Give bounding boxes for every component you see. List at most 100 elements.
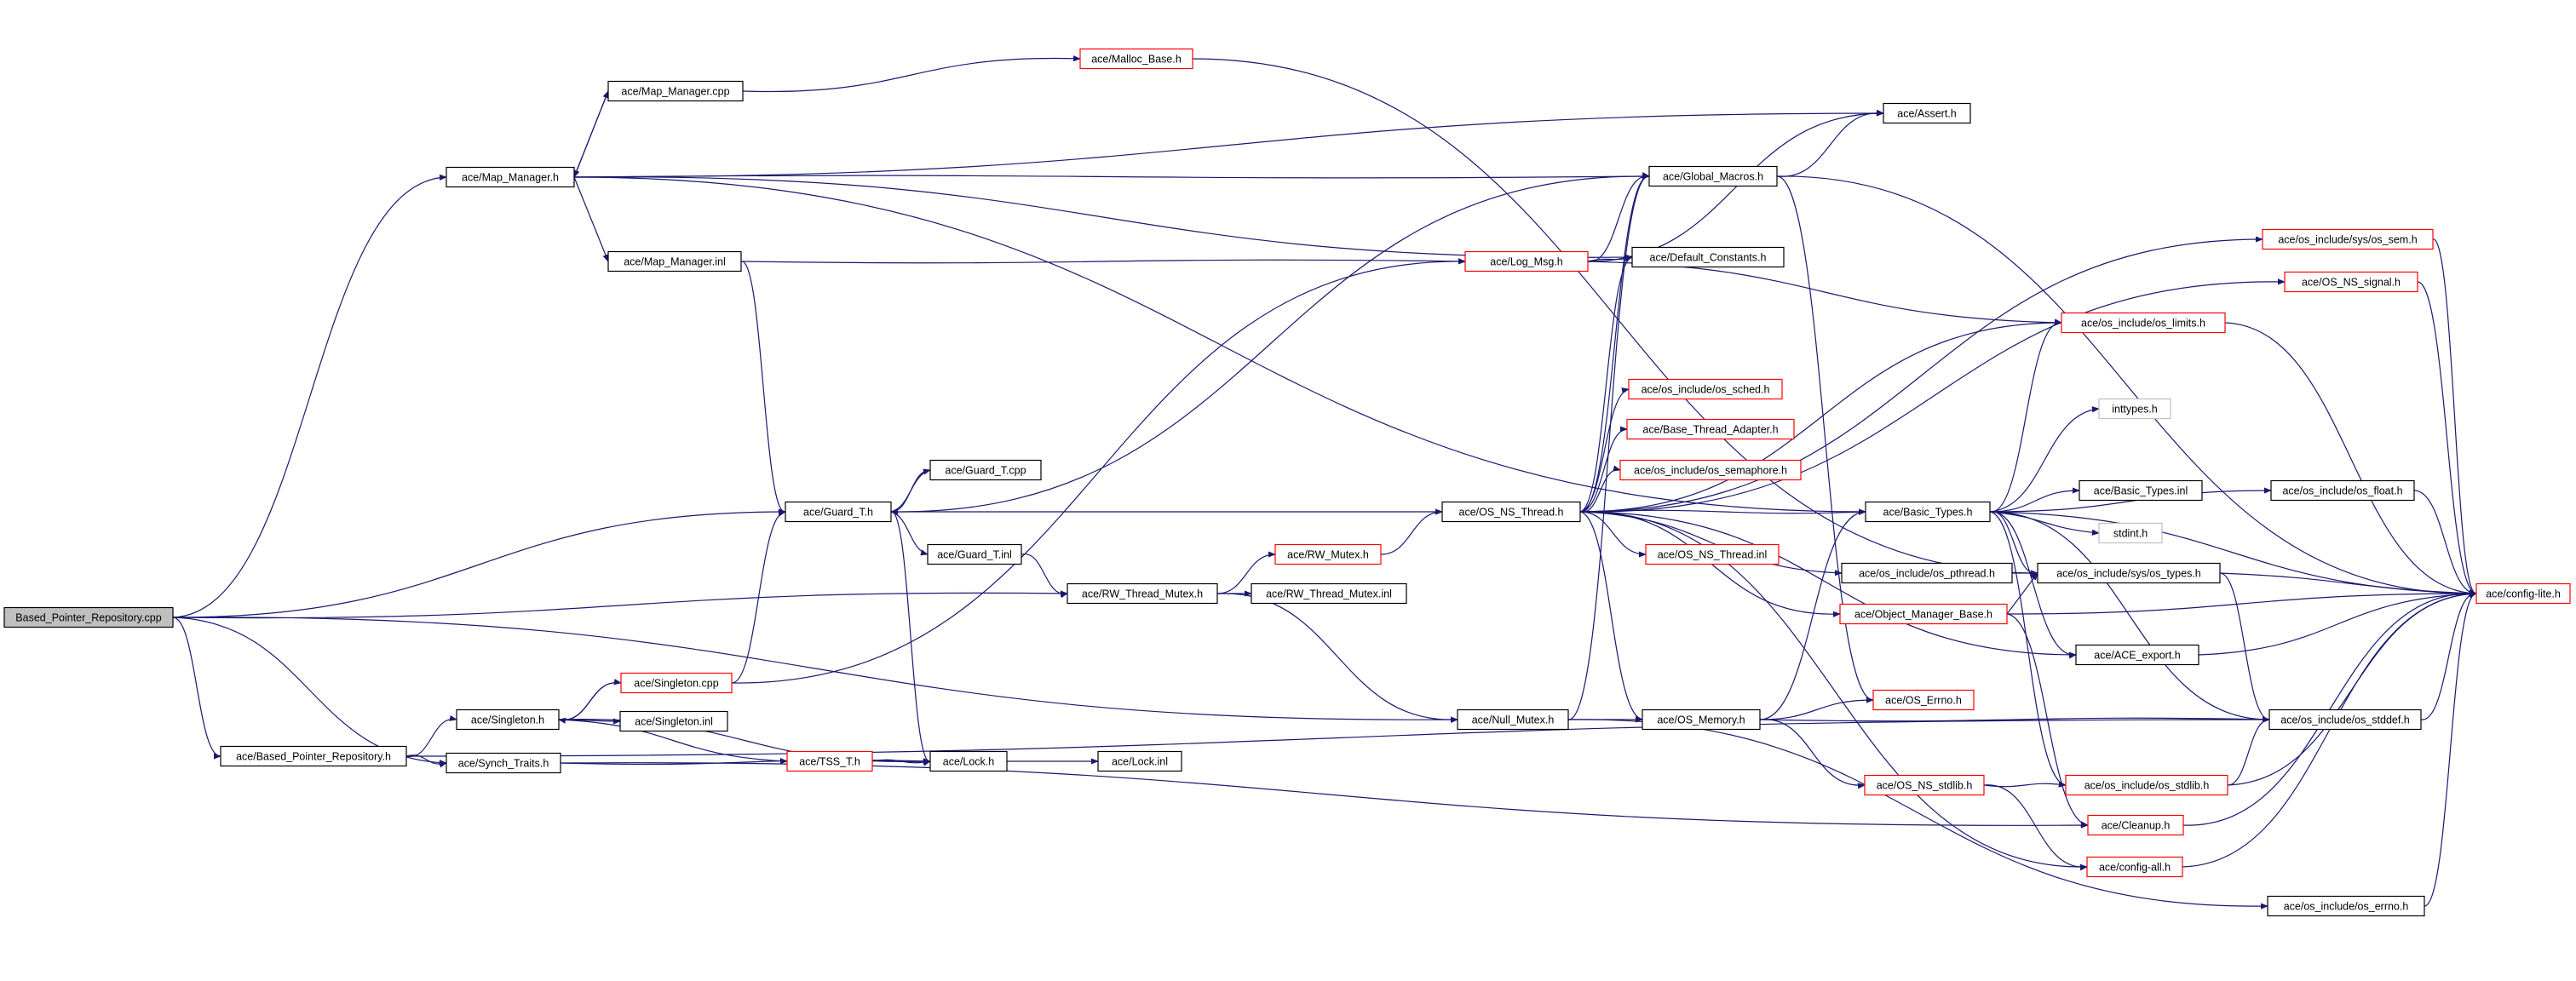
node-box [456, 708, 560, 731]
node-root: Based_Pointer_Repository.cpp [3, 606, 174, 628]
edge-os_ns_thread_h-to-config_all [1579, 511, 2088, 870]
node-os-errno-inc[interactable]: ace/os_include/os_errno.h [2267, 895, 2425, 917]
node-guard-t-inl[interactable]: ace/Guard_T.inl [927, 543, 1022, 565]
edge-object_manager_base-to-os_types [2006, 572, 2038, 615]
node-box [620, 672, 733, 694]
node-os-sem[interactable]: ace/os_include/sys/os_sem.h [2262, 228, 2434, 250]
node-rw-mutex[interactable]: ace/RW_Mutex.h [1274, 543, 1382, 565]
node-default-constants[interactable]: ace/Default_Constants.h [1631, 246, 1785, 268]
node-guard-t-cpp[interactable]: ace/Guard_T.cpp [929, 459, 1042, 481]
node-os-semaphore[interactable]: ace/os_include/os_semaphore.h [1619, 459, 1802, 481]
node-null-mutex[interactable]: ace/Null_Mutex.h [1457, 708, 1569, 731]
node-stdint[interactable]: stdint.h [2098, 522, 2163, 544]
node-box [1079, 48, 1193, 70]
node-synch-traits[interactable]: ace/Synch_Traits.h [446, 752, 561, 774]
node-basic-types-inl[interactable]: ace/Basic_Types.inl [2079, 479, 2203, 502]
edge-os_memory-to-os_stddef [1759, 716, 2270, 723]
edge-basic_types_h-to-inttypes [1989, 406, 2100, 513]
edge-mapmgr_inl-to-guard_t_h [740, 261, 786, 517]
node-object-manager-base[interactable]: ace/Object_Manager_Base.h [1839, 603, 2008, 625]
node-config-lite[interactable]: ace/config-lite.h [2475, 582, 2571, 605]
node-os-float[interactable]: ace/os_include/os_float.h [2270, 479, 2415, 502]
node-guard-t-h[interactable]: ace/Guard_T.h [785, 501, 892, 523]
node-mapmgr-inl[interactable]: ace/Map_Manager.inl [607, 250, 742, 272]
node-os-sched[interactable]: ace/os_include/os_sched.h [1628, 378, 1783, 400]
edge-os_ns_thread_h-to-os_memory [1579, 511, 1643, 722]
node-label: ace/os_include/os_errno.h [2284, 901, 2409, 913]
edge-guard_t_cpp-to-guard_t_h [890, 469, 931, 515]
node-assert[interactable]: ace/Assert.h [1883, 102, 1971, 124]
edge-basic_types_h-to-os_float [1989, 487, 2272, 513]
node-config-all[interactable]: ace/config-all.h [2086, 856, 2183, 878]
node-box [785, 501, 892, 523]
node-lock-inl[interactable]: ace/Lock.inl [1097, 750, 1182, 772]
node-box [2037, 562, 2221, 584]
node-box [1883, 102, 1971, 124]
node-box [1628, 378, 1783, 400]
node-label: Based_Pointer_Repository.cpp [15, 612, 161, 624]
node-ace-export[interactable]: ace/ACE_export.h [2075, 644, 2199, 666]
node-base-thread-adapter[interactable]: ace/Base_Thread_Adapter.h [1626, 418, 1795, 440]
node-label: ace/RW_Mutex.h [1287, 549, 1369, 561]
node-rw-thread-mutex-inl[interactable]: ace/RW_Thread_Mutex.inl [1251, 582, 1407, 605]
node-os-limits[interactable]: ace/os_include/os_limits.h [2061, 312, 2226, 334]
node-log-msg[interactable]: ace/Log_Msg.h [1464, 250, 1589, 272]
node-basic-types-h[interactable]: ace/Basic_Types.h [1865, 501, 1991, 523]
node-os-memory[interactable]: ace/OS_Memory.h [1642, 708, 1761, 731]
edge-os_ns_signal-to-config_lite [2417, 281, 2477, 597]
node-os-ns-thread-h[interactable]: ace/OS_NS_Thread.h [1441, 501, 1581, 523]
node-malloc-base[interactable]: ace/Malloc_Base.h [1079, 48, 1193, 70]
node-os-ns-stdlib[interactable]: ace/OS_NS_stdlib.h [1864, 774, 1985, 796]
node-box [1631, 246, 1785, 268]
node-box [2098, 398, 2171, 420]
edge-os_limits-to-config_lite [2224, 322, 2477, 597]
edge-log_msg-to-global_macros [1587, 172, 1650, 262]
node-based-ptr-repo-h[interactable]: ace/Based_Pointer_Repository.h [220, 745, 407, 767]
node-mapmgr-h[interactable]: ace/Map_Manager.h [446, 166, 575, 188]
node-label: ace/Map_Manager.inl [624, 256, 726, 268]
edge-based_ptr_repo_h-to-os_stddef [405, 716, 2270, 757]
node-box [1619, 459, 1802, 481]
node-os-types[interactable]: ace/os_include/sys/os_types.h [2037, 562, 2221, 584]
edge-root-to-null_mutex [172, 617, 1458, 723]
node-singleton-cpp[interactable]: ace/Singleton.cpp [620, 672, 733, 694]
node-label: ace/Assert.h [1897, 108, 1957, 120]
node-cleanup[interactable]: ace/Cleanup.h [2087, 814, 2184, 836]
edge-mapmgr_h-to-assert [573, 110, 1884, 178]
node-global-macros[interactable]: ace/Global_Macros.h [1648, 165, 1778, 187]
node-box [1872, 689, 1975, 711]
node-label: ace/Log_Msg.h [1490, 256, 1563, 268]
node-os-stddef[interactable]: ace/os_include/os_stddef.h [2268, 708, 2422, 731]
node-tss-t[interactable]: ace/TSS_T.h [786, 750, 873, 772]
edge-mapmgr_h-to-mapmgr_inl [573, 176, 609, 262]
node-os-ns-thread-inl[interactable]: ace/OS_NS_Thread.inl [1645, 543, 1780, 565]
node-inttypes[interactable]: inttypes.h [2098, 398, 2171, 420]
node-singleton-h[interactable]: ace/Singleton.h [456, 708, 560, 731]
node-singleton-inl[interactable]: ace/Singleton.inl [619, 710, 728, 732]
node-box [1645, 543, 1780, 565]
edge-root-to-synch_traits [172, 617, 447, 766]
node-box [446, 752, 561, 774]
node-box [1865, 501, 1991, 523]
node-mapmgr-cpp[interactable]: ace/Map_Manager.cpp [607, 80, 744, 102]
node-label: ace/os_include/os_stdlib.h [2084, 780, 2210, 792]
edge-null_mutex-to-global_macros [1567, 172, 1650, 720]
node-box [929, 750, 1008, 772]
edge-guard_t_h-to-lock_h [890, 511, 931, 766]
node-os-pthread[interactable]: ace/os_include/os_pthread.h [1841, 562, 2013, 584]
node-os-ns-signal[interactable]: ace/OS_NS_signal.h [2284, 271, 2418, 293]
node-label: ace/TSS_T.h [799, 756, 860, 768]
node-os-errno-ace[interactable]: ace/OS_Errno.h [1872, 689, 1975, 711]
node-box [2270, 479, 2415, 502]
edge-os_memory-to-basic_types_h [1759, 508, 1866, 720]
edge-basic_types_h-to-os_stdlib [1989, 511, 2067, 788]
node-label: ace/Default_Constants.h [1650, 252, 1767, 264]
node-os-stdlib[interactable]: ace/os_include/os_stdlib.h [2065, 774, 2228, 796]
node-rw-thread-mutex-h[interactable]: ace/RW_Thread_Mutex.h [1067, 582, 1218, 605]
node-label: ace/config-lite.h [2486, 588, 2561, 600]
node-box [1464, 250, 1589, 272]
node-label: ace/Lock.h [943, 756, 995, 768]
node-lock-h[interactable]: ace/Lock.h [929, 750, 1008, 772]
node-label: ace/os_include/os_sched.h [1642, 384, 1770, 396]
edge-config_all-to-config_lite [2182, 590, 2477, 868]
